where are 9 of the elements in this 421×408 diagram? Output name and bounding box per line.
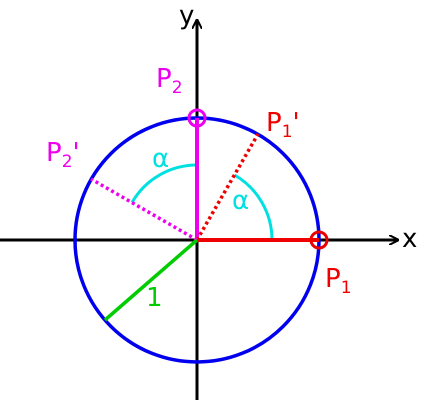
point-label: P$_{2}$' [46, 140, 80, 172]
angle-label: α [152, 146, 170, 172]
point-label: P$_{1}$' [266, 110, 300, 142]
axis-label: y [179, 3, 194, 29]
length-label: 1 [146, 285, 163, 311]
angle-label: α [232, 188, 250, 214]
point-label: P$_{2}$ [156, 66, 183, 98]
point-label: P$_{1}$ [325, 266, 352, 298]
axis-label: x [402, 226, 418, 252]
